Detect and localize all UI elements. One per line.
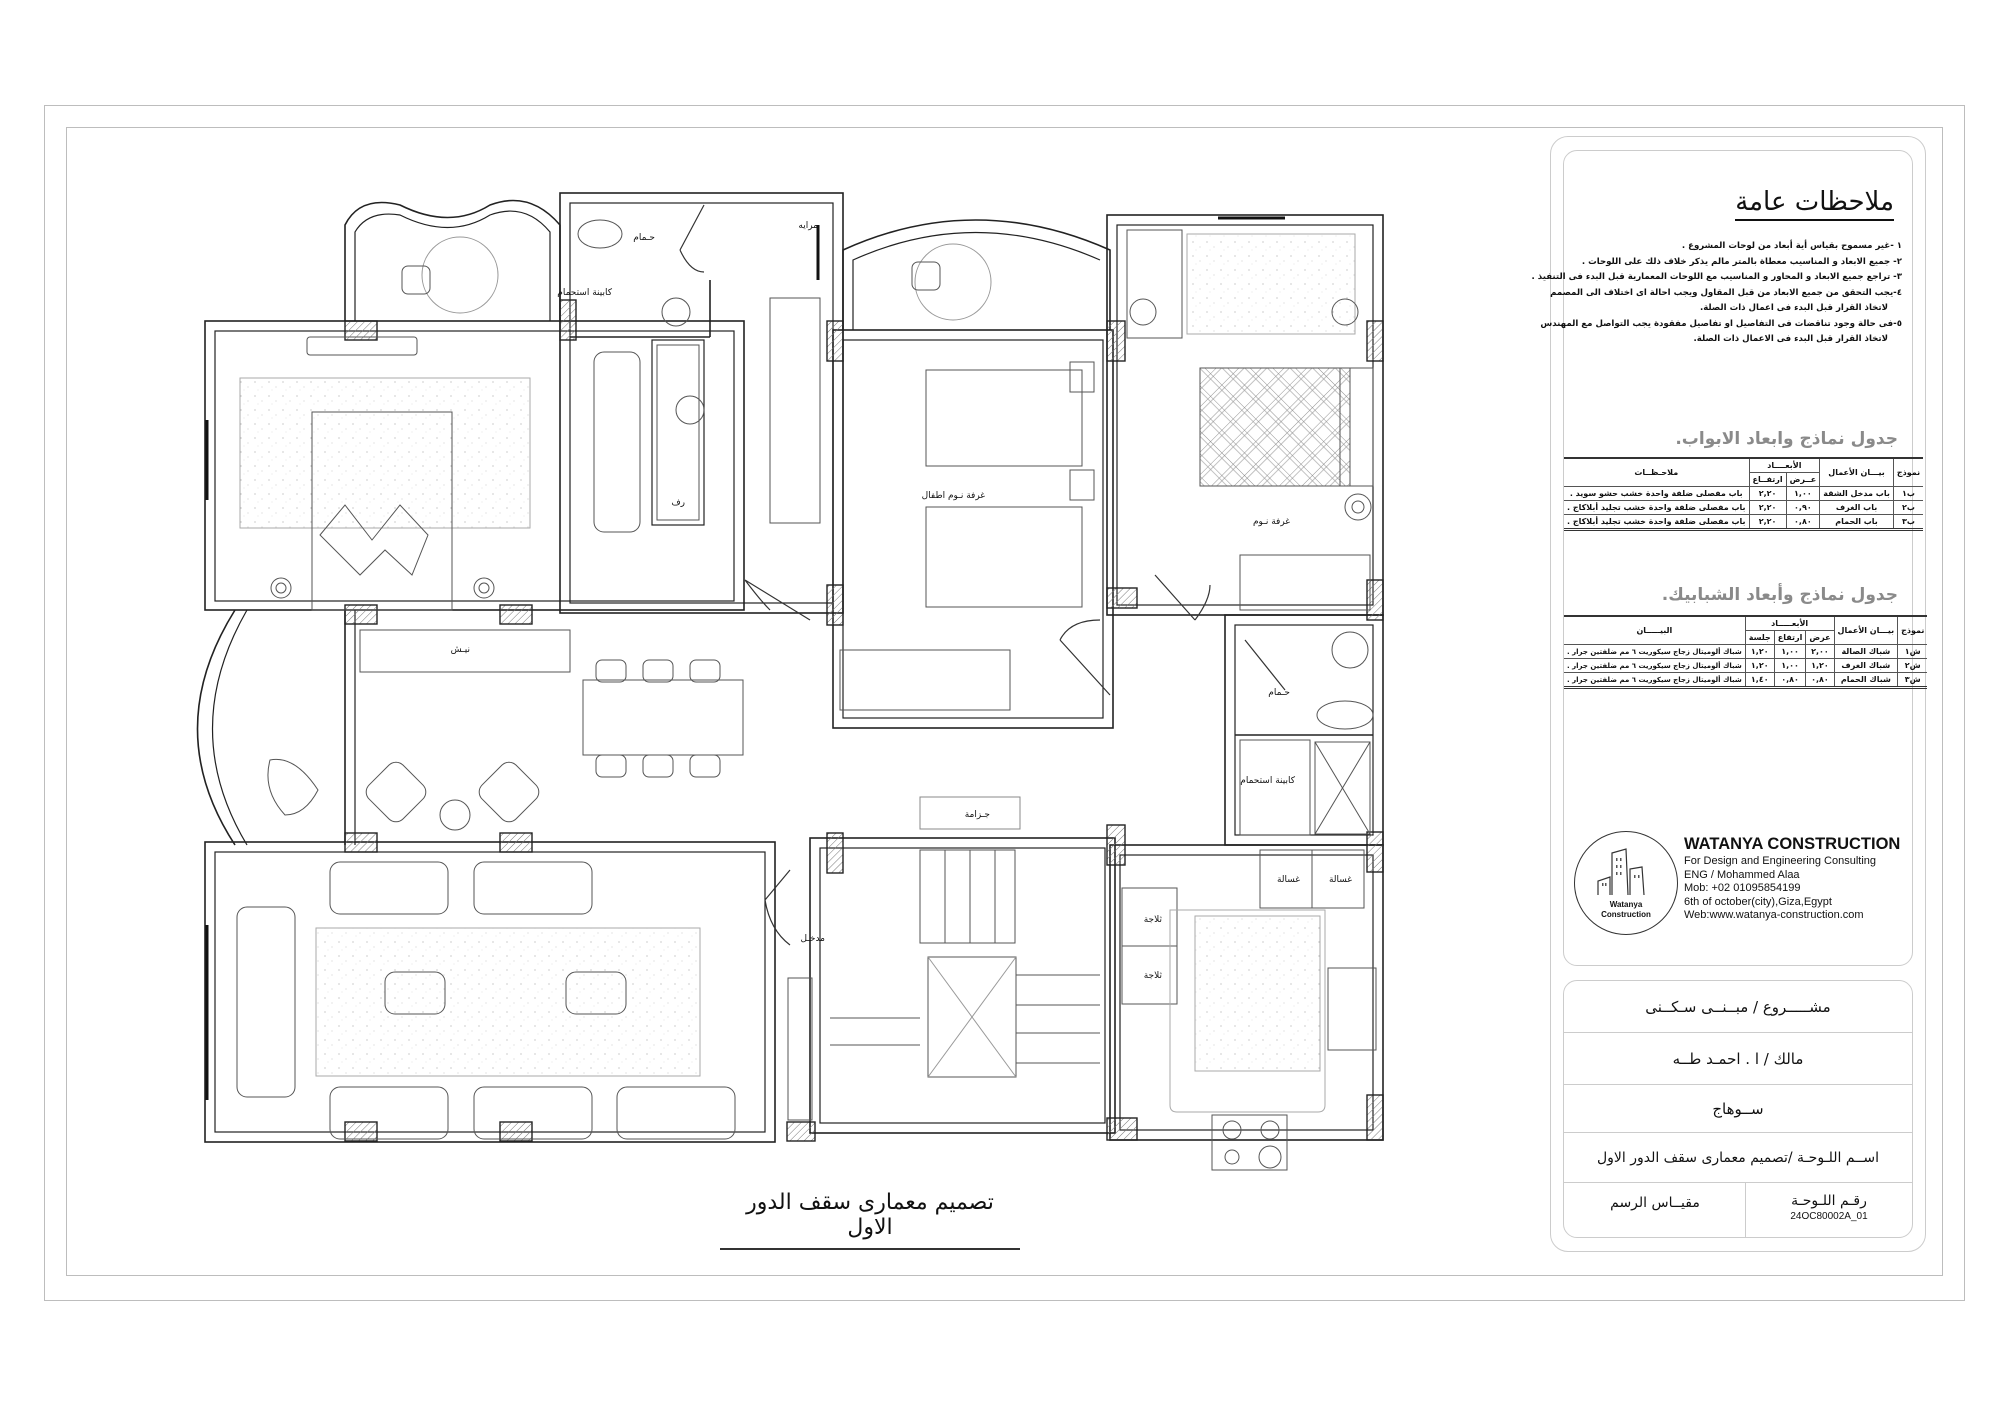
note-item: ١ -غير مسموح بقياس أية أبعاد من لوحات ال… [1681,241,1902,251]
col-dimensions: الأبعــــاد [1748,457,1821,473]
label-shelf: رف [671,498,685,508]
company-name: WATANYA CONSTRUCTION [1684,835,1901,853]
note-item: ٤-يجب التحقق من جميع الابعاد من قبل المق… [1550,287,1902,298]
columns [344,299,1384,1142]
col-model: نموذج [1892,457,1924,487]
label-washer-1: غسالة [1277,875,1300,885]
table-row: ش١ شباك الصالة ٢,٠٠ ١,٠٠ ١,٢٠ شباك ألومي… [1564,644,1928,659]
logo-text-line1: Watanya [1609,900,1643,909]
label-shower-1: كابينة استحمام [557,288,612,298]
label-bathroom-1: حـمام [633,233,655,243]
windows [205,216,1285,1100]
company-mobile: Mob: +02 01095854199 [1684,882,1801,894]
project-info-panel: مشـــــروع / مبــنــى سـكــنى مالك / ا .… [1563,980,1913,1238]
project-location: ســوهاج [1564,1085,1912,1133]
label-mirror: مرايه [798,221,818,231]
scale-label: مقيــاس الرسم [1610,1195,1700,1211]
note-item: ٣- تراجع جميع الابعاد و المحاور و المناس… [1531,272,1902,282]
table-row: ب١ باب مدخل الشقة ١,٠٠ ٢,٢٠ باب مفصلى ضل… [1564,486,1924,501]
owner-name: مالك / ا . احمـد طــه [1564,1033,1912,1085]
project-name: مشـــــروع / مبــنــى سـكــنى [1564,981,1912,1033]
notes-list: ١ -غير مسموح بقياس أية أبعاد من لوحات ال… [1531,239,1902,348]
company-web: Web:www.watanya-construction.com [1684,909,1864,921]
sheet-outer-frame [44,105,1965,1301]
logo-text-line2: Construction [1601,910,1651,919]
col-width: عرض [1805,630,1835,645]
col-notes: ملاحـظــات [1564,457,1750,487]
windows-table: نموذج بيـــان الأعمال الأبعـــــاد البيـ… [1564,615,1928,689]
note-item: ٢- جميع الابعاد و المناسيب معطاة بالمتر … [1581,256,1902,267]
doors-table-title: جدول نماذج وابعاد الابواب. [1675,429,1898,449]
col-statement: البيـــــان [1564,615,1746,645]
doors [679,204,1286,946]
company-engineer: ENG / Mohammed Alaa [1684,868,1800,881]
furniture [236,219,1377,1171]
col-dimensions: الأبعـــــاد [1744,615,1835,631]
col-sill: جلسة [1745,630,1775,645]
col-height: ارتفاع [1773,630,1807,645]
company-block: Watanya Construction WATANYA CONSTRUCTIO… [1564,821,1914,961]
table-row: ب٣ باب الحمام ٠,٨٠ ٢,٢٠ باب مفصلى ضلفة و… [1564,514,1924,530]
sheet-number: 24OC80002A_01 [1790,1211,1868,1222]
label-entrance: مدخـل [800,934,825,944]
title-block [1550,136,1926,1252]
rugs [239,233,1356,1077]
walls [196,192,1384,1143]
table-row: ش٣ شباك الحمام ٠,٨٠ ٠,٨٠ ١,٤٠ شباك ألومي… [1564,672,1928,688]
col-width: عــرض [1785,472,1820,487]
col-description: بيـــان الأعمال [1819,457,1894,487]
drawing-title: تصميم معمارى سقف الدور الاول [720,1190,1020,1250]
table-row: ش٢ شباك الغرف ١,٢٠ ١,٠٠ ١,٢٠ شباك ألوميت… [1564,658,1928,673]
sheet-name: اســم اللـوحـة /تصميم معمارى سقف الدور ا… [1564,1133,1912,1183]
note-item: لاتخاذ القرار قبل البدء فى اعمال ذات الص… [1699,303,1888,313]
windows-table-title: جدول نماذج وأبعاد الشبابيك. [1661,585,1898,605]
label-shower-2: كابينة استحمام [1240,776,1295,786]
sheet-number-cell: رقـم اللـوحـة 24OC80002A_01 [1745,1183,1912,1237]
label-shoe-cabinet: جـزامة [965,810,990,820]
sheet-number-label: رقـم اللـوحـة [1791,1193,1867,1209]
col-model: نموذج [1897,615,1928,645]
doors-table: نموذج بيـــان الأعمال الأبعــــاد ملاحـظ… [1564,457,1924,531]
label-bathroom-2: حـمام [1268,688,1290,698]
note-item: ٥-فى حالة وجود تناقضات فى التفاصيل او تف… [1540,318,1902,329]
buildings-icon [1597,848,1645,896]
sheet-meta-row: رقـم اللـوحـة 24OC80002A_01 مقيــاس الرس… [1564,1183,1912,1237]
company-tagline: For Design and Engineering Consulting [1684,855,1877,867]
label-niche: نيـش [451,645,470,655]
col-height: ارتفــاع [1749,472,1787,487]
notes-panel: ملاحظات عامة ١ -غير مسموح بقياس أية أبعا… [1531,150,1928,966]
label-bedroom: غرفة نـوم [1253,517,1290,527]
label-fridge-1: ثلاجة [1144,915,1163,925]
label-washer-2: غسالة [1329,875,1352,885]
company-address: 6th of october(city),Giza,Egypt [1684,895,1832,908]
label-fridge-2: ثلاجة [1144,971,1163,981]
notes-title: ملاحظات عامة [1735,187,1894,221]
room-labels: حـمام كابينة استحمام مرايه رف غرفة نـوم … [451,221,1353,981]
label-kids-bedroom: غرفة نـوم اطفال [922,491,986,501]
note-item: لاتخاذ القرار قبل البدء فى الاعمال ذات ا… [1693,334,1888,344]
sheet-inner-frame [66,127,1943,1276]
table-row: ب٢ باب الغرف ٠,٩٠ ٢,٢٠ باب مفصلى ضلفة وا… [1564,500,1924,515]
company-logo: Watanya Construction [1574,831,1678,935]
col-description: بيـــان الأعمال [1833,615,1899,645]
